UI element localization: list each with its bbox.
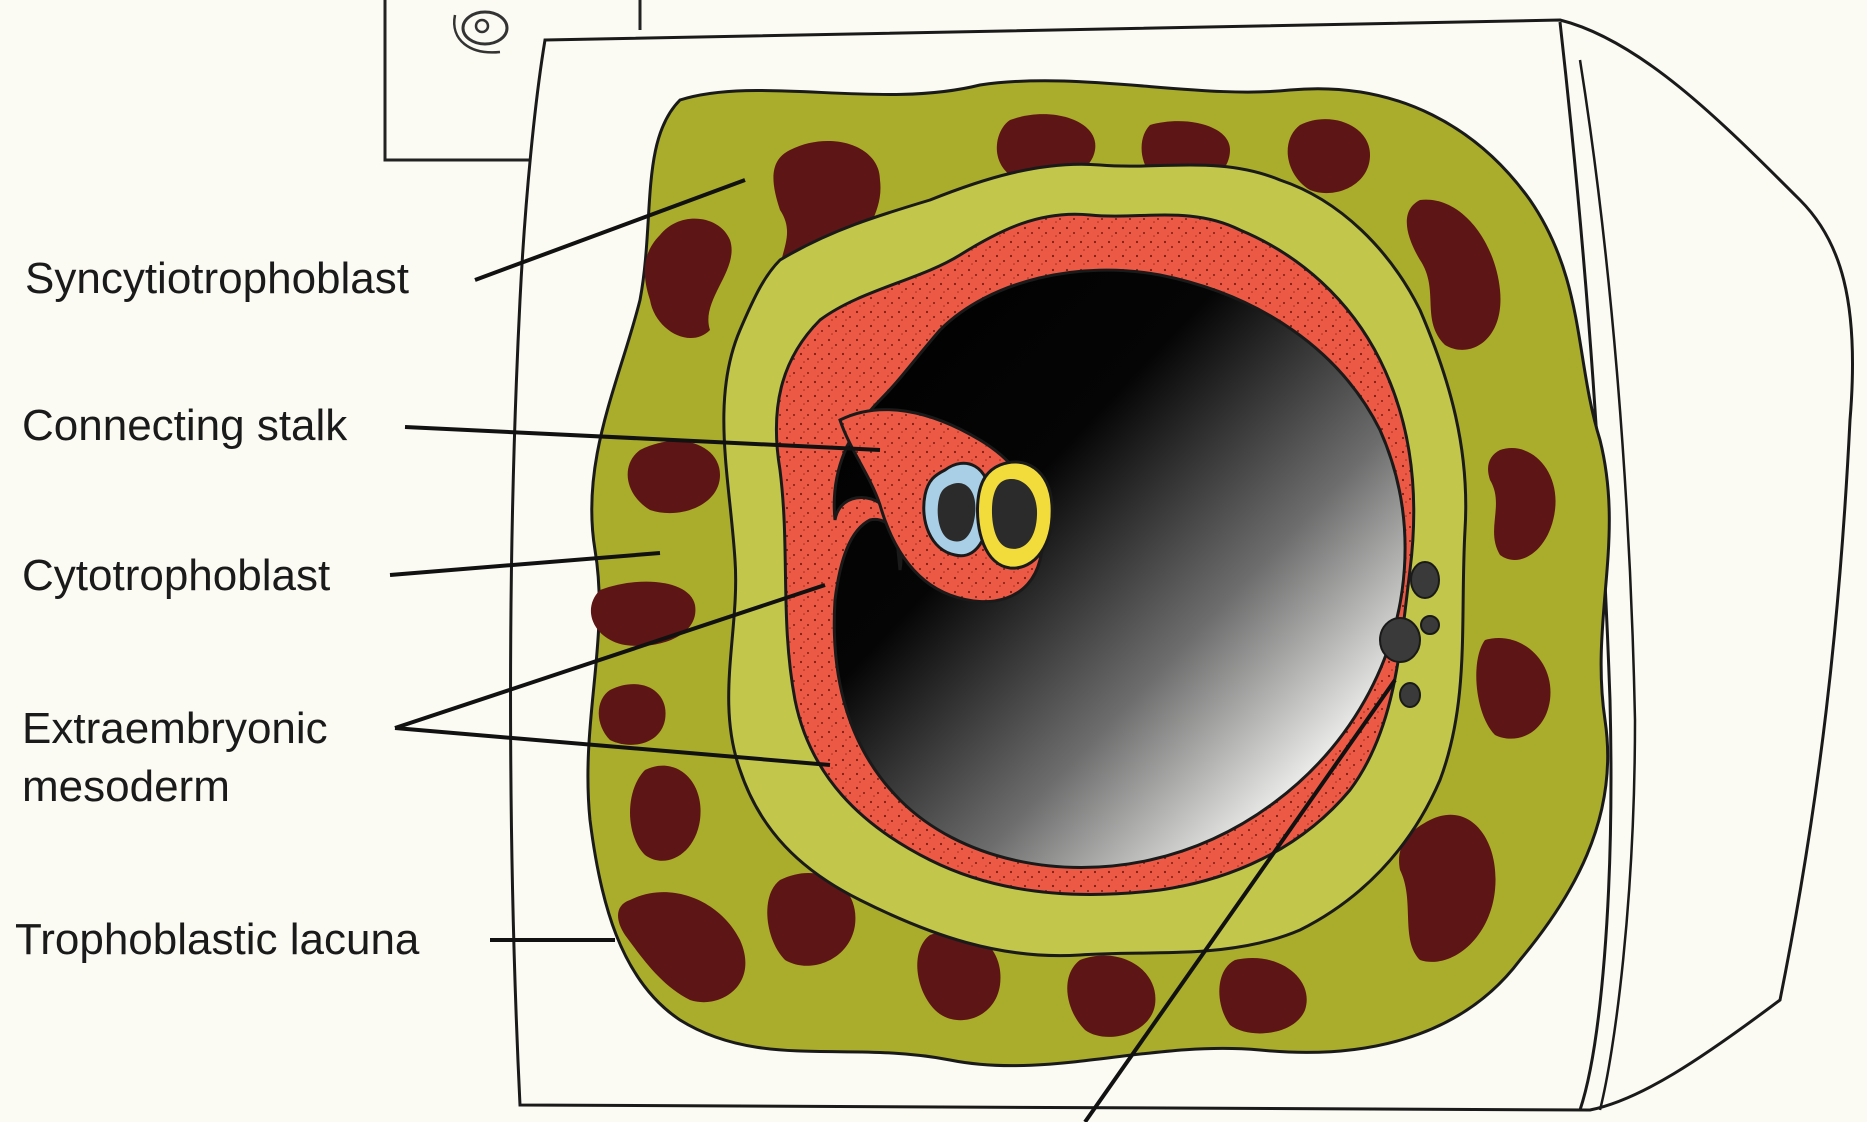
label-trophoblastic-lacuna: Trophoblastic lacuna (15, 915, 420, 964)
label-syncytiotrophoblast: Syncytiotrophoblast (25, 254, 409, 303)
label-connecting-stalk: Connecting stalk (22, 401, 348, 450)
label-extraembryonic-line1: Extraembryonic (22, 704, 328, 753)
label-extraembryonic-line2: mesoderm (22, 762, 230, 811)
label-cytotrophoblast: Cytotrophoblast (22, 551, 330, 600)
